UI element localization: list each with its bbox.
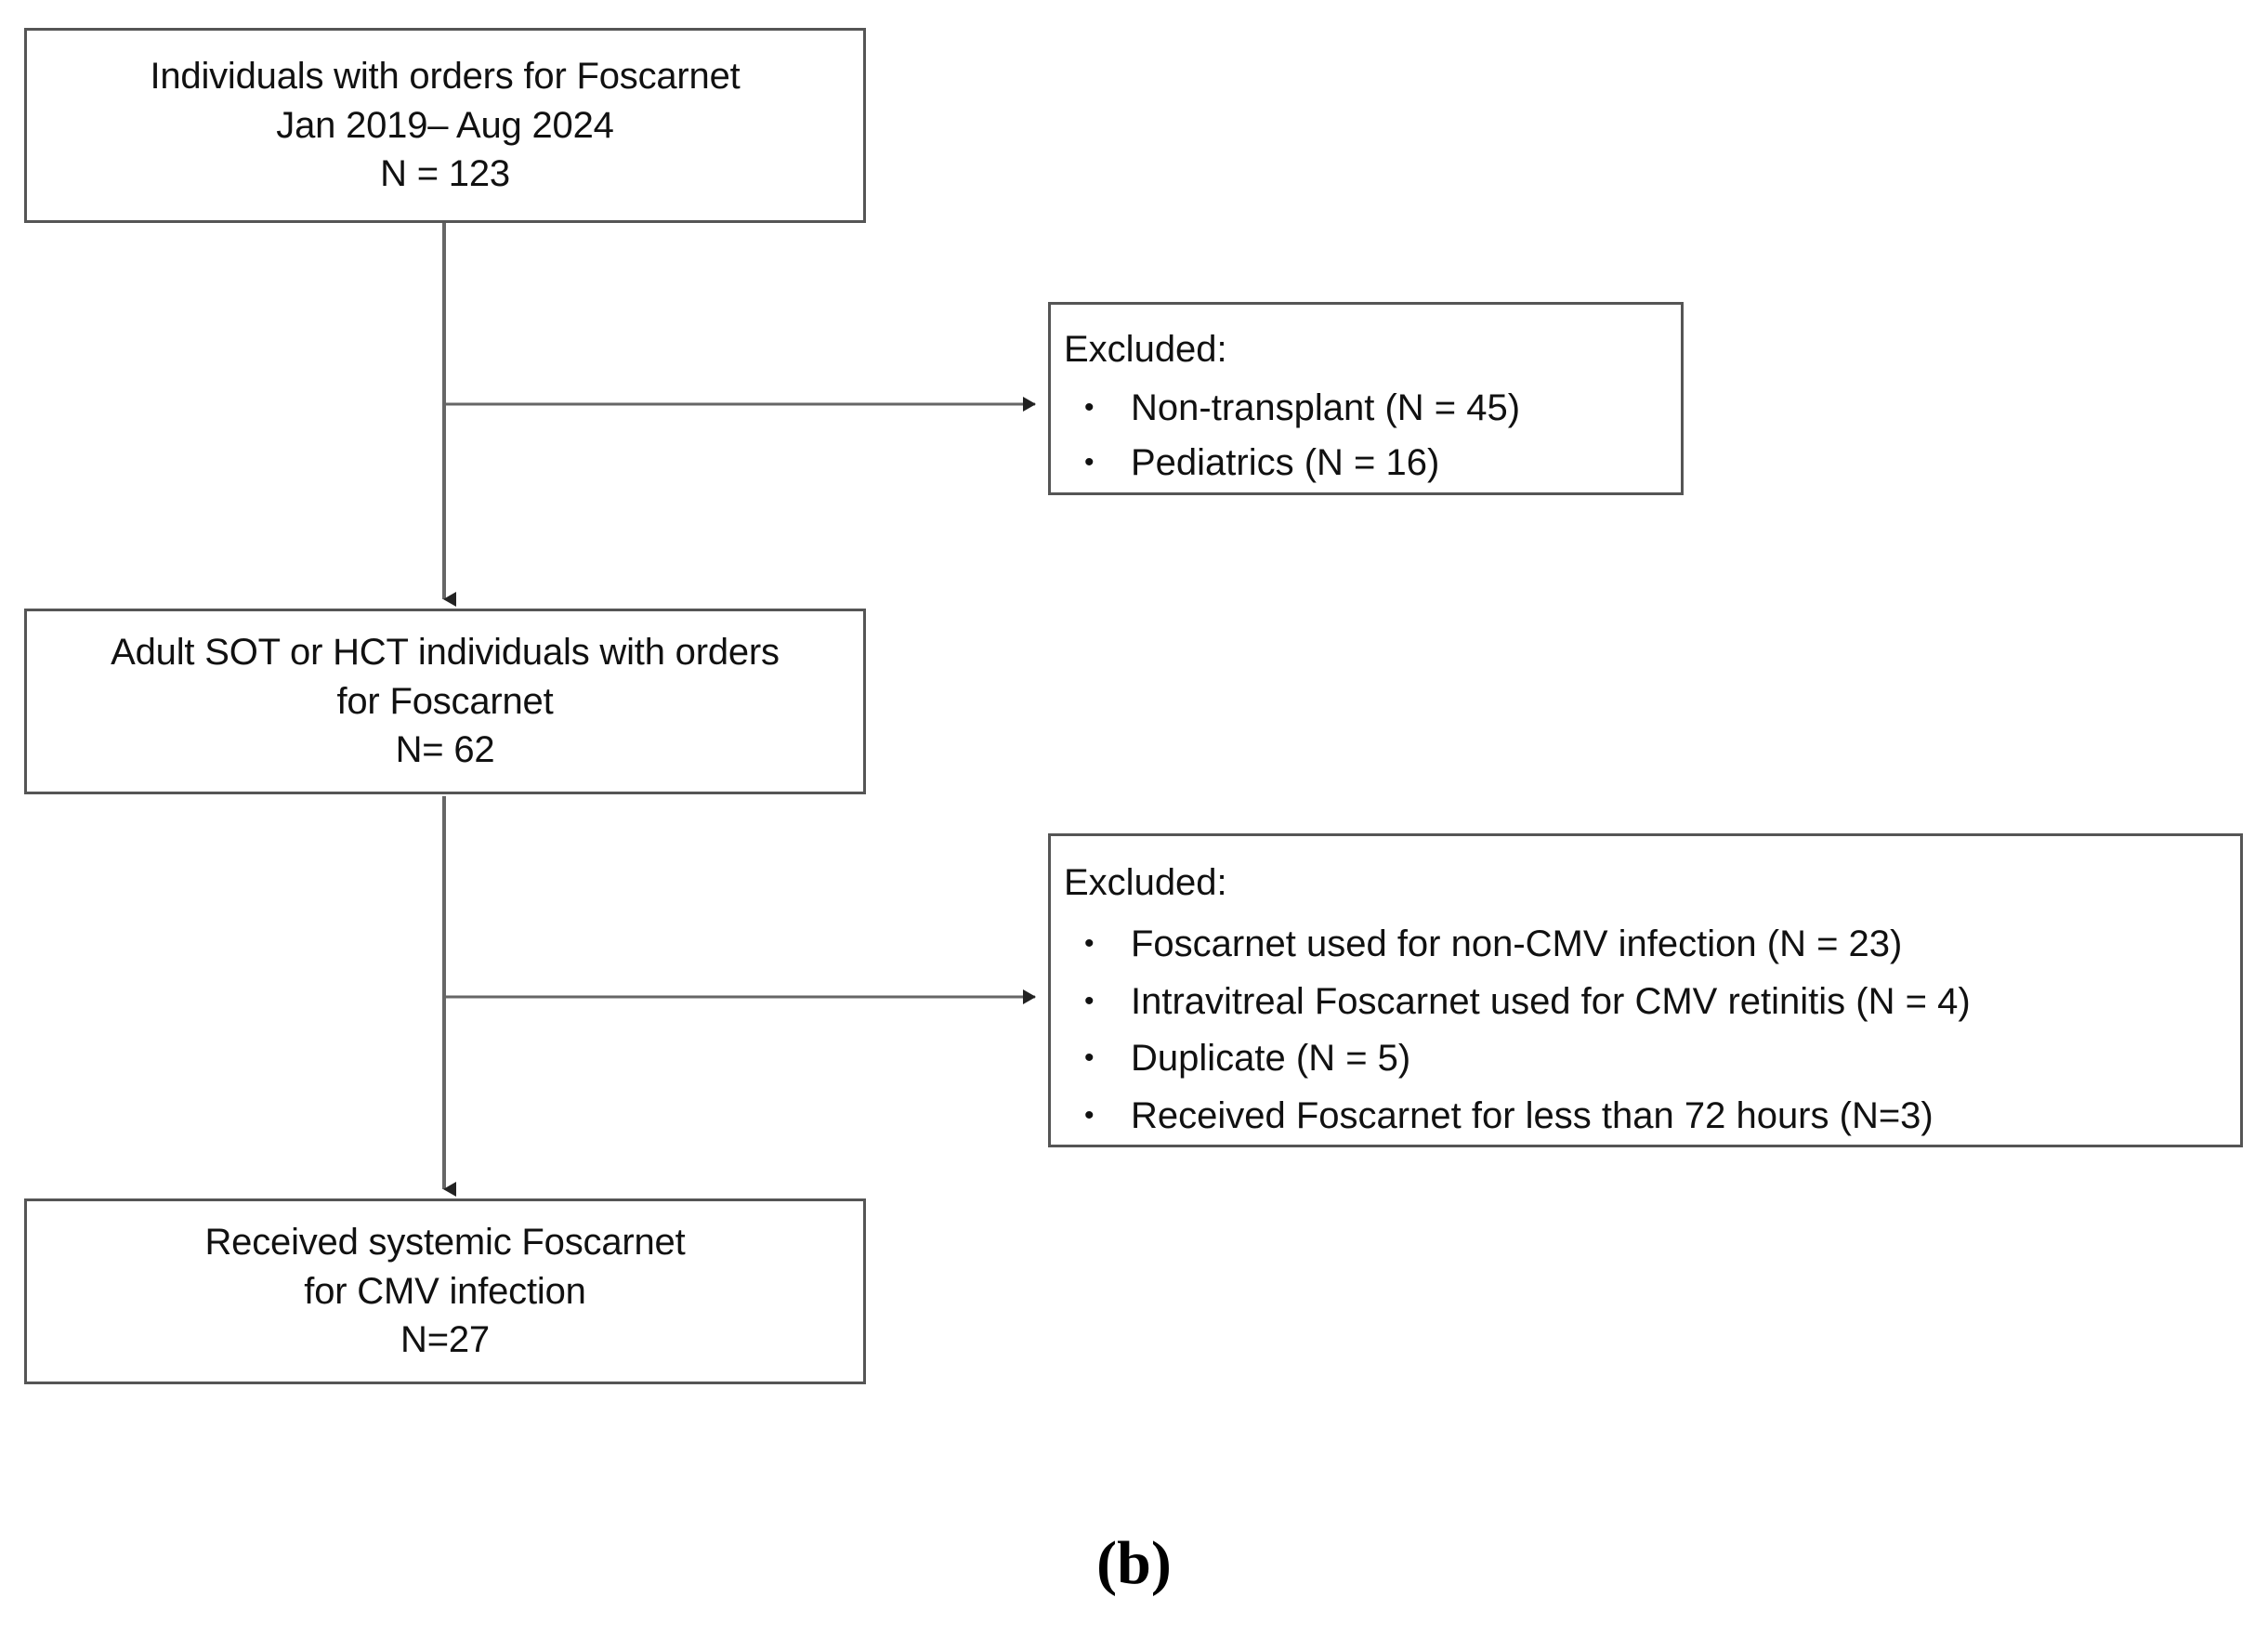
excluded-reason-label: Intravitreal Foscarnet used for CMV reti… — [1131, 980, 1971, 1022]
excluded-reason-label: Foscarnet used for non-CMV infection (N … — [1131, 923, 1903, 964]
excluded-reason-item: • Foscarnet used for non-CMV infection (… — [1064, 920, 2240, 969]
excluded-reason-label: Non-transplant (N = 45) — [1131, 386, 1521, 428]
excluded-reason-label: Pediatrics (N = 16) — [1131, 441, 1440, 483]
excluded-reason-item: • Non-transplant (N = 45) — [1064, 384, 1681, 433]
bullet-icon: • — [1084, 446, 1095, 478]
excluded-reason-item: • Pediatrics (N = 16) — [1064, 439, 1681, 488]
excluded-title: Excluded: — [1064, 329, 1227, 370]
node-line: N= 62 — [395, 729, 495, 771]
excluded-reason-item: • Received Foscarnet for less than 72 ho… — [1064, 1092, 2240, 1141]
node-line: Adult SOT or HCT individuals with orders — [111, 631, 780, 673]
node-line: N = 123 — [380, 153, 510, 195]
excluded-reason-label: Duplicate (N = 5) — [1131, 1038, 1411, 1080]
bullet-icon: • — [1084, 1042, 1095, 1074]
excluded-reason-list: • Non-transplant (N = 45) • Pediatrics (… — [1064, 378, 1681, 493]
node-excluded-second-stage: Excluded: • Foscarnet used for non-CMV i… — [1048, 833, 2243, 1147]
bullet-icon: • — [1084, 927, 1095, 959]
figure-caption: (b) — [1096, 1529, 1172, 1597]
bullet-icon: • — [1084, 391, 1095, 423]
node-line: Individuals with orders for Foscarnet — [150, 55, 741, 97]
node-line: Received systemic Foscarnet — [204, 1221, 686, 1263]
node-line: Jan 2019– Aug 2024 — [276, 104, 614, 146]
node-line: for Foscarnet — [336, 680, 554, 722]
node-individuals-with-orders: Individuals with orders for Foscarnet Ja… — [24, 28, 866, 223]
excluded-reason-label: Received Foscarnet for less than 72 hour… — [1131, 1095, 1934, 1137]
excluded-reason-item: • Duplicate (N = 5) — [1064, 1034, 2240, 1083]
excluded-title: Excluded: — [1064, 862, 1227, 903]
node-received-systemic-foscarnet: Received systemic Foscarnet for CMV infe… — [24, 1198, 866, 1384]
excluded-reason-list: • Foscarnet used for non-CMV infection (… — [1064, 911, 2240, 1149]
node-line: for CMV infection — [304, 1270, 586, 1312]
bullet-icon: • — [1084, 985, 1095, 1016]
excluded-reason-item: • Intravitreal Foscarnet used for CMV re… — [1064, 977, 2240, 1027]
node-excluded-first-stage: Excluded: • Non-transplant (N = 45) • Pe… — [1048, 302, 1684, 495]
node-line: N=27 — [400, 1319, 490, 1361]
bullet-icon: • — [1084, 1100, 1095, 1132]
node-adult-sot-hct: Adult SOT or HCT individuals with orders… — [24, 609, 866, 794]
